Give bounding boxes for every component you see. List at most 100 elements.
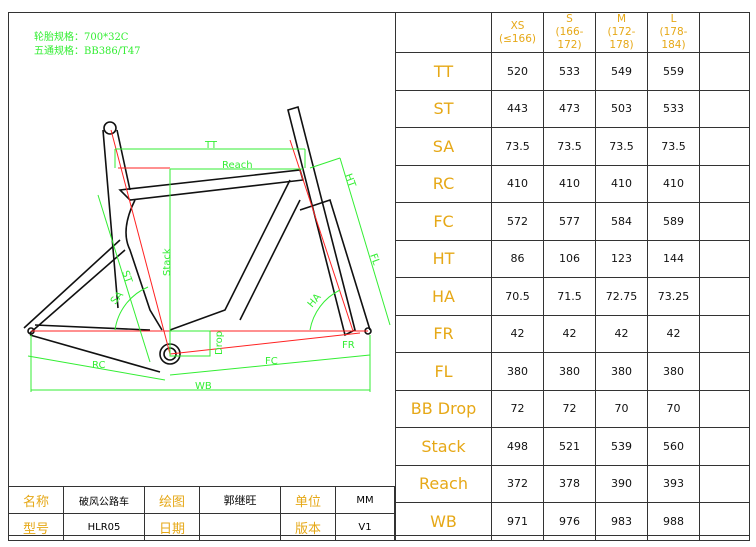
unit-value: MM <box>335 486 395 514</box>
row-label: WB <box>395 502 492 541</box>
value-cell: 73.5 <box>491 127 544 166</box>
size-header: L(178-184) <box>647 12 700 53</box>
date-key: 日期 <box>144 513 200 541</box>
empty-cell <box>699 502 750 541</box>
row-label: FR <box>395 314 492 353</box>
empty-cell <box>699 127 750 166</box>
value-cell: 380 <box>491 352 544 391</box>
label-tt: TT <box>204 140 218 151</box>
value-cell: 520 <box>491 52 544 91</box>
size-name: XS <box>510 19 525 32</box>
value-cell: 971 <box>491 502 544 541</box>
value-cell: 380 <box>647 352 700 391</box>
size-name: M <box>616 13 627 25</box>
value-cell: 410 <box>491 164 544 203</box>
bb-spec: 五通规格：BB386/T47 <box>34 46 141 57</box>
value-cell: 42 <box>647 314 700 353</box>
label-drop: Drop <box>214 331 225 355</box>
draw-value: 郭继旺 <box>199 486 281 514</box>
row-label: FL <box>395 352 492 391</box>
row-label: HA <box>395 277 492 316</box>
value-cell: 473 <box>543 89 596 128</box>
value-cell: 70 <box>647 389 700 428</box>
value-cell: 503 <box>595 89 648 128</box>
empty-cell <box>699 52 750 91</box>
empty-cell <box>699 202 750 241</box>
value-cell: 372 <box>491 464 544 503</box>
size-header: XS(≤166) <box>491 12 544 53</box>
geometry-table: XS(≤166)S(166-172)M(172-178)L(178-184)TT… <box>395 12 750 541</box>
empty-cell <box>699 239 750 278</box>
label-stack: Stack <box>162 248 173 276</box>
value-cell: 86 <box>491 239 544 278</box>
value-cell: 72.75 <box>595 277 648 316</box>
name-value: 破风公路车 <box>63 486 145 514</box>
label-rc: RC <box>92 360 105 371</box>
value-cell: 533 <box>543 52 596 91</box>
value-cell: 42 <box>595 314 648 353</box>
row-label: SA <box>395 127 492 166</box>
row-label: Stack <box>395 427 492 466</box>
row-label: TT <box>395 52 492 91</box>
empty-cell <box>699 277 750 316</box>
row-label: FC <box>395 202 492 241</box>
bike-frame <box>23 105 372 373</box>
empty-cell <box>699 389 750 428</box>
row-label: BB Drop <box>395 389 492 428</box>
value-cell: 539 <box>595 427 648 466</box>
model-key: 型号 <box>8 513 64 541</box>
value-cell: 72 <box>543 389 596 428</box>
date-value <box>199 513 281 541</box>
frame-geometry-drawing: TT Reach HT FL Stack ST SA HA Drop FC FR… <box>23 105 391 392</box>
value-cell: 42 <box>491 314 544 353</box>
value-cell: 560 <box>647 427 700 466</box>
label-wb: WB <box>195 381 212 392</box>
size-range: (172-178) <box>607 26 636 51</box>
label-fc: FC <box>265 356 278 367</box>
row-label: Reach <box>395 464 492 503</box>
label-ha: HA <box>306 292 324 310</box>
dimension-lines <box>27 148 391 392</box>
empty-cell <box>699 427 750 466</box>
empty-cell <box>699 352 750 391</box>
value-cell: 410 <box>543 164 596 203</box>
version-value: V1 <box>335 513 395 541</box>
value-cell: 983 <box>595 502 648 541</box>
value-cell: 73.25 <box>647 277 700 316</box>
value-cell: 380 <box>595 352 648 391</box>
row-label: ST <box>395 89 492 128</box>
empty-cell <box>699 12 750 53</box>
value-cell: 72 <box>491 389 544 428</box>
value-cell: 498 <box>491 427 544 466</box>
value-cell: 577 <box>543 202 596 241</box>
label-sa: SA <box>109 289 126 306</box>
value-cell: 559 <box>647 52 700 91</box>
model-value: HLR05 <box>63 513 145 541</box>
value-cell: 584 <box>595 202 648 241</box>
draw-key: 绘图 <box>144 486 200 514</box>
value-cell: 70 <box>595 389 648 428</box>
value-cell: 443 <box>491 89 544 128</box>
label-ht: HT <box>342 172 357 189</box>
value-cell: 589 <box>647 202 700 241</box>
value-cell: 988 <box>647 502 700 541</box>
value-cell: 976 <box>543 502 596 541</box>
value-cell: 106 <box>543 239 596 278</box>
size-range: (≤166) <box>498 32 537 45</box>
label-fl: FL <box>367 252 381 267</box>
value-cell: 71.5 <box>543 277 596 316</box>
label-reach: Reach <box>222 160 253 171</box>
name-key: 名称 <box>8 486 64 514</box>
size-header: S(166-172) <box>543 12 596 53</box>
